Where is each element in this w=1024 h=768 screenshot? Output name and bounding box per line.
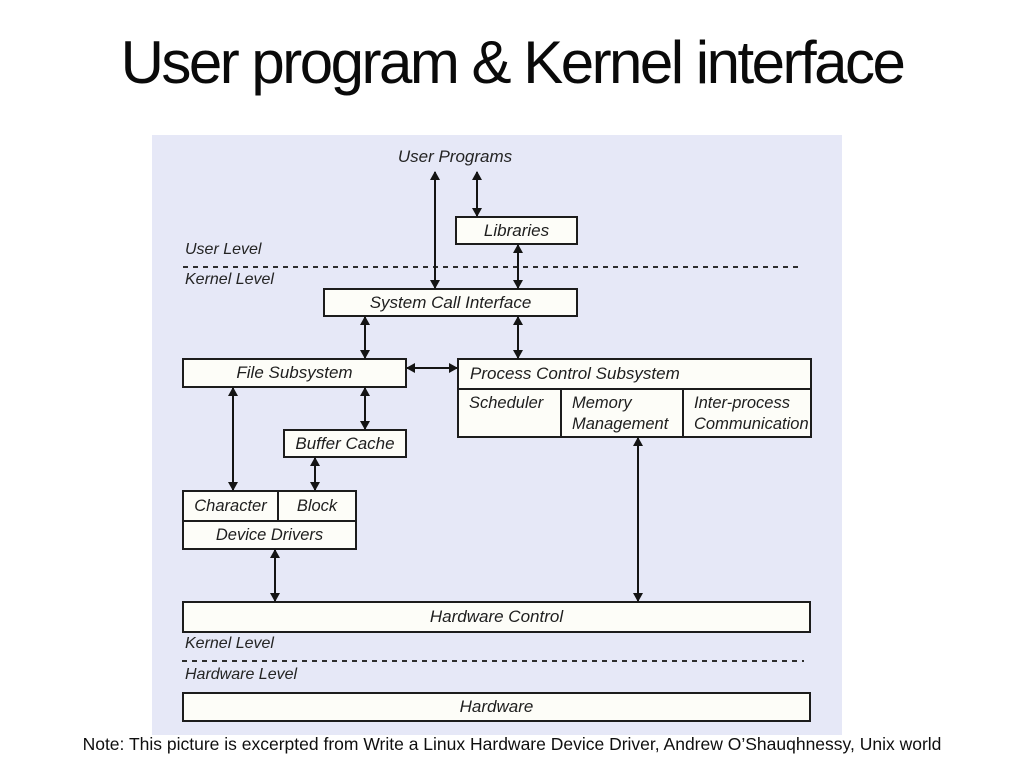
- arrow-syscall-filesubsystem: [360, 316, 370, 359]
- arrow-filesubsystem-processcontrol: [406, 363, 458, 373]
- inter-process-communication-cell: Inter-process Communication: [682, 390, 810, 436]
- process-control-subsystem-box: Process Control Subsystem Scheduler Memo…: [457, 358, 812, 438]
- arrow-filesubsystem-buffercache: [360, 387, 370, 430]
- arrow-userprograms-libraries: [472, 171, 482, 217]
- arrow-libraries-syscall: [513, 244, 523, 289]
- arrow-syscall-processcontrol: [513, 316, 523, 359]
- process-control-subsystem-title: Process Control Subsystem: [459, 360, 810, 390]
- scheduler-cell: Scheduler: [469, 394, 544, 412]
- system-call-interface-box: System Call Interface: [323, 288, 578, 317]
- user-kernel-divider: [183, 266, 801, 268]
- arrow-processcontrol-hardwarecontrol: [633, 437, 643, 602]
- kernel-level-bottom-label: Kernel Level: [185, 635, 274, 652]
- user-programs-label: User Programs: [397, 147, 513, 166]
- arrow-filesubsystem-character: [228, 387, 238, 491]
- hardware-level-label: Hardware Level: [185, 666, 298, 683]
- device-drivers-box: Character Block Device Drivers: [182, 490, 357, 550]
- character-cell: Character: [194, 496, 267, 515]
- libraries-box: Libraries: [455, 216, 578, 245]
- kernel-level-top-label: Kernel Level: [185, 271, 274, 288]
- kernel-hardware-divider: [182, 660, 804, 662]
- diagram-panel: User Programs User Level Kernel Level Ke…: [152, 135, 842, 735]
- note-text: Note: This picture is excerpted from Wri…: [82, 734, 942, 754]
- device-drivers-top-row: Character Block: [184, 492, 355, 522]
- user-level-label: User Level: [185, 241, 262, 258]
- slide-title: User program & Kernel interface: [120, 29, 906, 96]
- memory-management-cell: Memory Management: [560, 390, 682, 436]
- buffer-cache-box: Buffer Cache: [283, 429, 407, 458]
- file-subsystem-box: File Subsystem: [182, 358, 407, 388]
- arrow-userprograms-syscall: [430, 171, 440, 289]
- hardware-box: Hardware: [182, 692, 811, 722]
- hardware-control-box: Hardware Control: [182, 601, 811, 633]
- arrow-devicedrivers-hardwarecontrol: [270, 549, 280, 602]
- arrow-buffercache-block: [310, 457, 320, 491]
- process-control-subsystem-cells: Scheduler Memory Management Inter-proces…: [459, 390, 810, 436]
- block-cell: Block: [277, 492, 355, 520]
- device-drivers-label: Device Drivers: [215, 525, 324, 544]
